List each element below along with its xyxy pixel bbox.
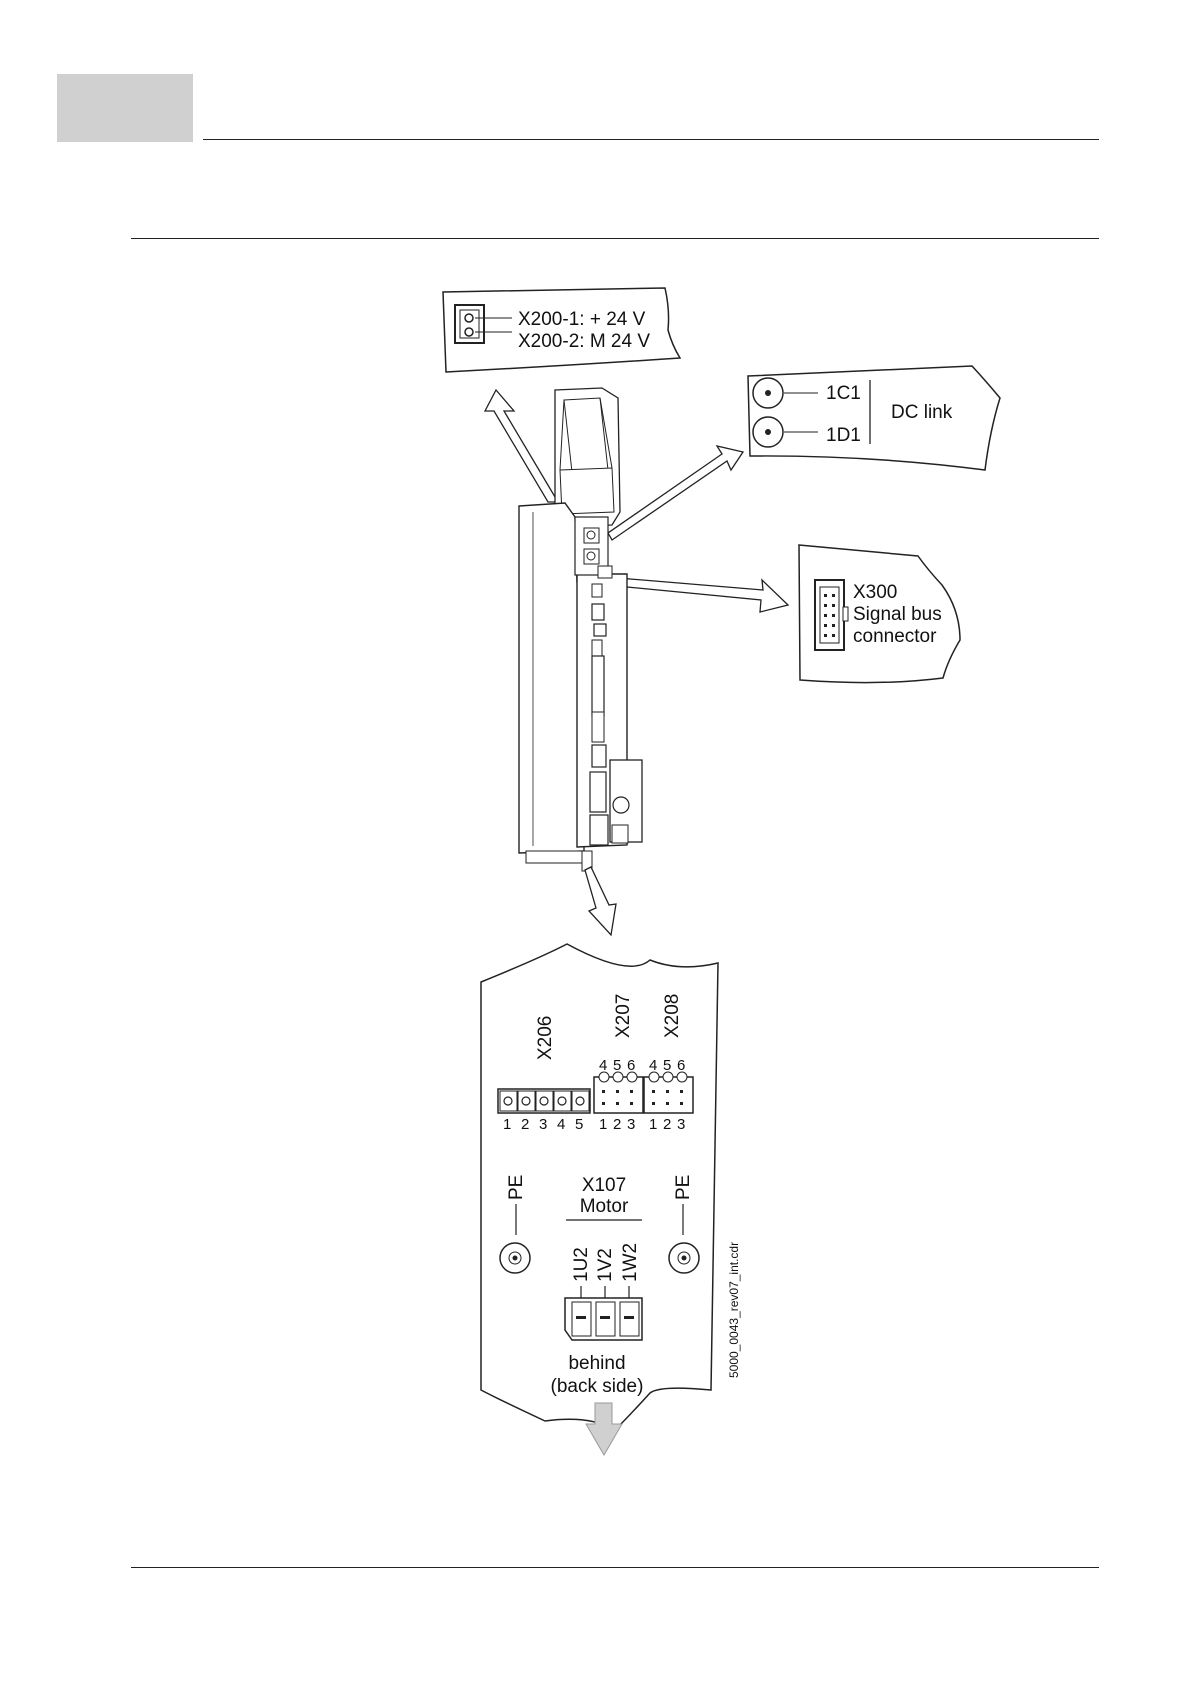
x206-pin-5: 5 — [575, 1116, 583, 1133]
x208-pin-3: 3 — [677, 1116, 685, 1133]
x300-line2: Signal bus — [853, 604, 942, 625]
x206-pin-3: 3 — [539, 1116, 547, 1133]
x107-motor-label: Motor — [580, 1196, 629, 1217]
x207-pin-3: 3 — [627, 1116, 635, 1133]
x206-label: X206 — [535, 1016, 556, 1060]
device-drawing — [519, 388, 642, 871]
x206-connector — [498, 1089, 590, 1113]
x207-pin-2: 2 — [613, 1116, 621, 1133]
x207-pin-4: 4 — [599, 1057, 607, 1074]
arrow-to-x300 — [617, 578, 788, 612]
dc-terminal-1c1: 1C1 — [826, 383, 861, 404]
x107-label: X107 — [582, 1175, 626, 1196]
arrow-to-bottom-panel — [585, 867, 616, 935]
x207-pin-6: 6 — [627, 1057, 635, 1074]
x208-pin-5: 5 — [663, 1057, 671, 1074]
x208-pin-6: 6 — [677, 1057, 685, 1074]
pe-right-label: PE — [673, 1175, 694, 1200]
behind-label: behind — [568, 1353, 625, 1374]
x200-line2: X200-2: M 24 V — [518, 331, 650, 352]
back-side-label: (back side) — [551, 1376, 644, 1397]
dc-link-label: DC link — [891, 402, 953, 423]
x300-callout: X300 Signal bus connector — [799, 545, 960, 683]
x206-pin-4: 4 — [557, 1116, 565, 1133]
x300-line1: X300 — [853, 582, 897, 603]
x207-connector — [594, 1072, 643, 1113]
pe-left-terminal — [500, 1243, 530, 1273]
dc-link-callout: 1C1 1D1 DC link — [748, 366, 1000, 470]
motor-terminal-1w2: 1W2 — [620, 1243, 641, 1282]
x208-connector — [644, 1072, 693, 1113]
file-reference: 5000_0043_rev07_int.cdr — [727, 1242, 741, 1378]
x208-pin-1: 1 — [649, 1116, 657, 1133]
x200-callout: X200-1: + 24 V X200-2: M 24 V — [443, 288, 680, 372]
arrow-to-x200 — [485, 390, 558, 502]
x208-pin-4: 4 — [649, 1057, 657, 1074]
bottom-panel-callout: X206 1 2 3 4 5 X207 — [481, 944, 741, 1430]
dc-terminal-1d1: 1D1 — [826, 425, 861, 446]
arrow-to-dc-link — [608, 446, 743, 540]
x206-pin-2: 2 — [521, 1116, 529, 1133]
x207-pin-5: 5 — [613, 1057, 621, 1074]
x300-line3: connector — [853, 626, 937, 647]
pe-right-terminal — [669, 1243, 699, 1273]
x208-pin-2: 2 — [663, 1116, 671, 1133]
x208-label: X208 — [662, 994, 683, 1038]
x207-pin-1: 1 — [599, 1116, 607, 1133]
pe-left-label: PE — [506, 1175, 527, 1200]
x206-pin-1: 1 — [503, 1116, 511, 1133]
motor-terminal-1v2: 1V2 — [595, 1248, 616, 1282]
motor-terminal-1u2: 1U2 — [571, 1247, 592, 1282]
x207-label: X207 — [613, 994, 634, 1038]
x200-line1: X200-1: + 24 V — [518, 309, 646, 330]
